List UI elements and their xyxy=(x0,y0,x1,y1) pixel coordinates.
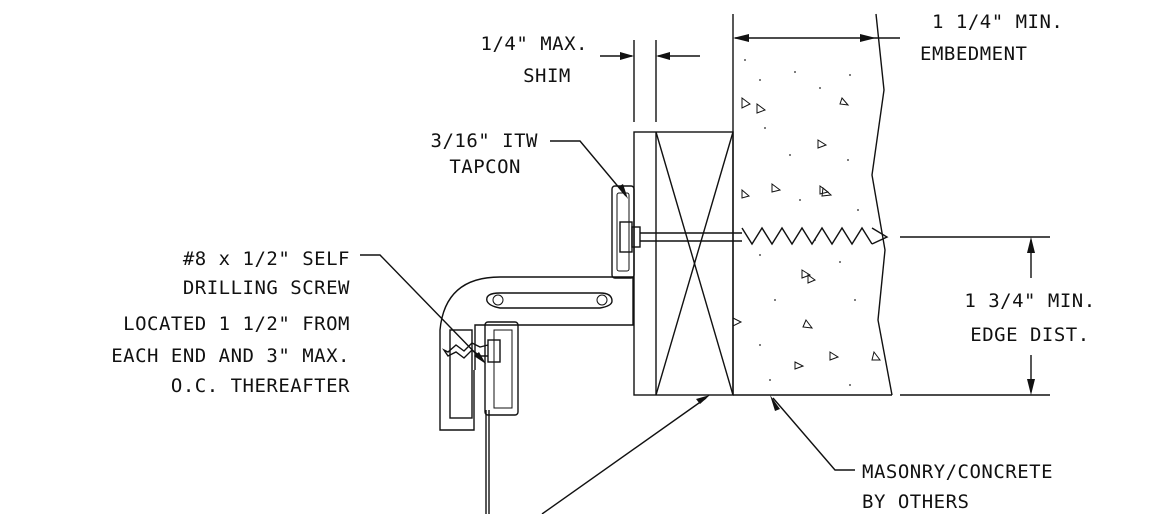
screw-label-line4: EACH END AND 3" MAX. xyxy=(111,345,350,367)
screw-label-line2: DRILLING SCREW xyxy=(183,277,350,299)
masonry-label-line1: MASONRY/CONCRETE xyxy=(862,461,1053,483)
tapcon-label-line1: 3/16" ITW xyxy=(431,130,539,152)
edge-distance-dimension xyxy=(900,236,1050,396)
frame-clip xyxy=(439,185,635,514)
screw-label-line3: LOCATED 1 1/2" FROM xyxy=(123,313,350,335)
label-tapcon: 3/16" ITW TAPCON xyxy=(431,130,539,178)
leader-lines xyxy=(360,140,855,514)
embedment-label-line2: EMBEDMENT xyxy=(920,43,1027,65)
shim-block xyxy=(633,131,734,396)
label-edge-distance: 1 3/4" MIN. EDGE DIST. xyxy=(964,290,1095,346)
masonry-concrete-block xyxy=(732,13,893,396)
screw-label-line5: O.C. THEREAFTER xyxy=(171,375,350,397)
embedment-dimension xyxy=(733,34,900,42)
shim-label-line2: SHIM xyxy=(523,65,571,87)
label-self-drilling-screw: #8 x 1/2" SELF DRILLING SCREW LOCATED 1 … xyxy=(111,248,350,397)
tapcon-label-line2: TAPCON xyxy=(449,156,521,178)
tapcon-screw xyxy=(619,221,889,253)
screw-label-line1: #8 x 1/2" SELF xyxy=(183,248,350,270)
label-embedment: 1 1/4" MIN. EMBEDMENT xyxy=(920,11,1063,65)
shim-dimension xyxy=(600,40,700,122)
masonry-label-line2: BY OTHERS xyxy=(862,491,969,513)
label-shim: 1/4" MAX. SHIM xyxy=(481,33,588,87)
label-masonry: MASONRY/CONCRETE BY OTHERS xyxy=(862,461,1053,513)
shim-label-line1: 1/4" MAX. xyxy=(481,33,588,55)
embedment-label-line1: 1 1/4" MIN. xyxy=(932,11,1063,33)
edge-label-line2: EDGE DIST. xyxy=(970,324,1089,346)
edge-label-line1: 1 3/4" MIN. xyxy=(964,290,1095,312)
